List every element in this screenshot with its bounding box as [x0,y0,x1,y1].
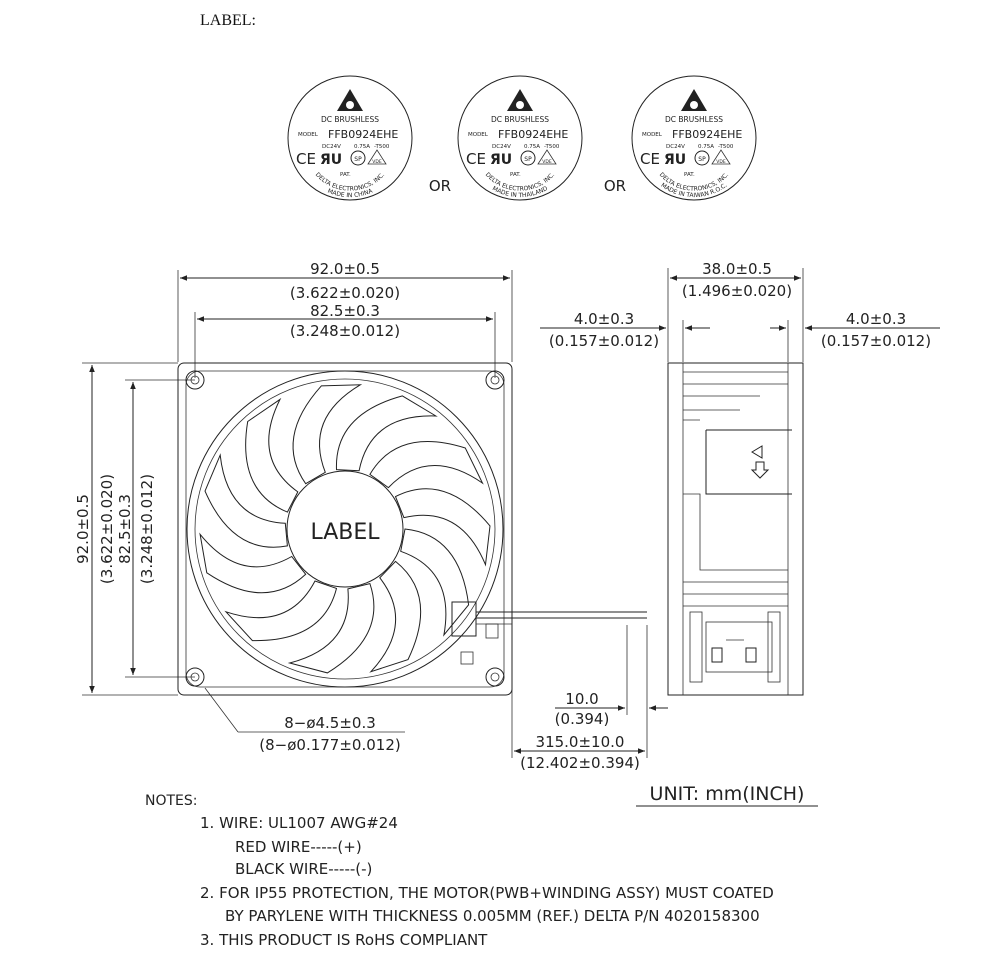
label-model-number: FFB0924EHE [498,128,568,141]
label-model-number: FFB0924EHE [672,128,742,141]
label-model-caption: MODEL [642,132,663,138]
dim-strip-length-inch: (0.394) [555,710,610,728]
dim-width-outer: 92.0±0.5 [310,260,380,278]
fan-blade [245,397,299,513]
fan-blade [369,560,422,673]
label-suffix: -T500 [374,144,390,150]
dim-depth: 38.0±0.5 [702,260,772,278]
mount-hole-icon [185,370,505,687]
dim-wire-length-inch: (12.402±0.394) [520,754,640,772]
front-view-dimensions: 92.0±0.5 (3.622±0.020) 82.5±0.3 (3.248±0… [74,260,668,772]
label-current: 0.75A [524,144,540,150]
label-line-dc-brushless: DC BRUSHLESS [321,115,379,124]
csa-mark-icon: SP [524,156,532,163]
airflow-arrow-icon [750,445,770,479]
hub-label-text: LABEL [310,520,380,545]
label-suffix: -T500 [718,144,734,150]
label-model-caption: MODEL [468,132,489,138]
vde-mark-icon: VDE [716,159,726,165]
notes-block: NOTES: 1. WIRE: UL1007 AWG#24 RED WIRE--… [145,793,774,949]
label-voltage: DC24V [322,144,341,150]
ul-mark-icon: ЯU [664,152,686,168]
dim-height-outer: 92.0±0.5 [74,494,92,564]
fan-blade [292,384,363,485]
ce-mark-icon: CE [466,150,486,168]
fan-blade [287,583,375,674]
note-1-black: BLACK WIRE-----(-) [235,860,372,878]
fan-blade [199,532,307,594]
dim-flange-left-inch: (0.157±0.012) [549,332,659,350]
label-pat: PAT. [340,172,351,178]
label-disc-china: DC BRUSHLESS MODEL FFB0924EHE DC24V 0.75… [287,75,413,201]
svg-text:MADE IN CHINA: MADE IN CHINA [326,187,374,199]
dim-width-outer-inch: (3.622±0.020) [290,284,400,302]
or-separator-1: OR [429,177,451,195]
label-pat: PAT. [684,172,695,178]
note-2-cont: BY PARYLENE WITH THICKNESS 0.005MM (REF.… [225,907,760,925]
dim-height-holes-inch: (3.248±0.012) [138,474,156,584]
label-section-title: LABEL: [200,12,256,29]
vde-mark-icon: VDE [372,159,382,165]
label-disc-thailand: DC BRUSHLESS MODEL FFB0924EHE DC24V 0.75… [457,75,583,201]
label-voltage: DC24V [666,144,685,150]
label-line-dc-brushless: DC BRUSHLESS [491,115,549,124]
label-disc-taiwan: DC BRUSHLESS MODEL FFB0924EHE DC24V 0.75… [631,75,757,201]
ce-mark-icon: CE [296,150,316,168]
label-model-number: FFB0924EHE [328,128,398,141]
fan-blade [369,441,484,489]
dim-mount-holes: 8−ø4.5±0.3 [284,714,376,732]
notes-title: NOTES: [145,793,198,809]
note-1: 1. WIRE: UL1007 AWG#24 [200,814,398,832]
dim-flange-right: 4.0±0.3 [846,310,906,328]
label-current: 0.75A [354,144,370,150]
label-current: 0.75A [698,144,714,150]
dim-height-holes: 82.5±0.3 [116,494,134,564]
csa-mark-icon: SP [698,156,706,163]
ul-mark-icon: ЯU [320,152,342,168]
dim-width-holes-inch: (3.248±0.012) [290,322,400,340]
label-line-dc-brushless: DC BRUSHLESS [665,115,723,124]
dim-height-outer-inch: (3.622±0.020) [98,474,116,584]
ce-mark-icon: CE [640,150,660,168]
dim-strip-length: 10.0 [565,690,598,708]
fan-side-view: 38.0±0.5 (1.496±0.020) 4.0±0.3 (0.157±0.… [540,260,940,696]
note-3: 3. THIS PRODUCT IS RoHS COMPLIANT [200,931,488,949]
label-suffix: -T500 [544,144,560,150]
label-origin: MADE IN CHINA [326,187,374,199]
unit-label: UNIT: mm(INCH) [650,783,805,805]
label-voltage: DC24V [492,144,511,150]
dim-depth-inch: (1.496±0.020) [682,282,792,300]
or-separator-2: OR [604,177,626,195]
label-model-caption: MODEL [298,132,319,138]
dim-flange-right-inch: (0.157±0.012) [821,332,931,350]
csa-mark-icon: SP [354,156,362,163]
dim-mount-holes-inch: (8−ø0.177±0.012) [259,736,400,754]
vde-mark-icon: VDE [542,159,552,165]
note-2: 2. FOR IP55 PROTECTION, THE MOTOR(PWB+WI… [200,884,774,902]
dim-flange-left: 4.0±0.3 [574,310,634,328]
fan-blade [394,488,491,567]
fan-blade [335,395,438,472]
note-1-red: RED WIRE-----(+) [235,838,362,856]
dim-width-holes: 82.5±0.3 [310,302,380,320]
fan-front-view: LABEL [177,362,647,696]
ul-mark-icon: ЯU [490,152,512,168]
fan-blades [199,384,491,674]
fan-blade [224,580,338,642]
label-pat: PAT. [510,172,521,178]
fan-blade [204,453,288,548]
dim-wire-length: 315.0±10.0 [536,733,625,751]
